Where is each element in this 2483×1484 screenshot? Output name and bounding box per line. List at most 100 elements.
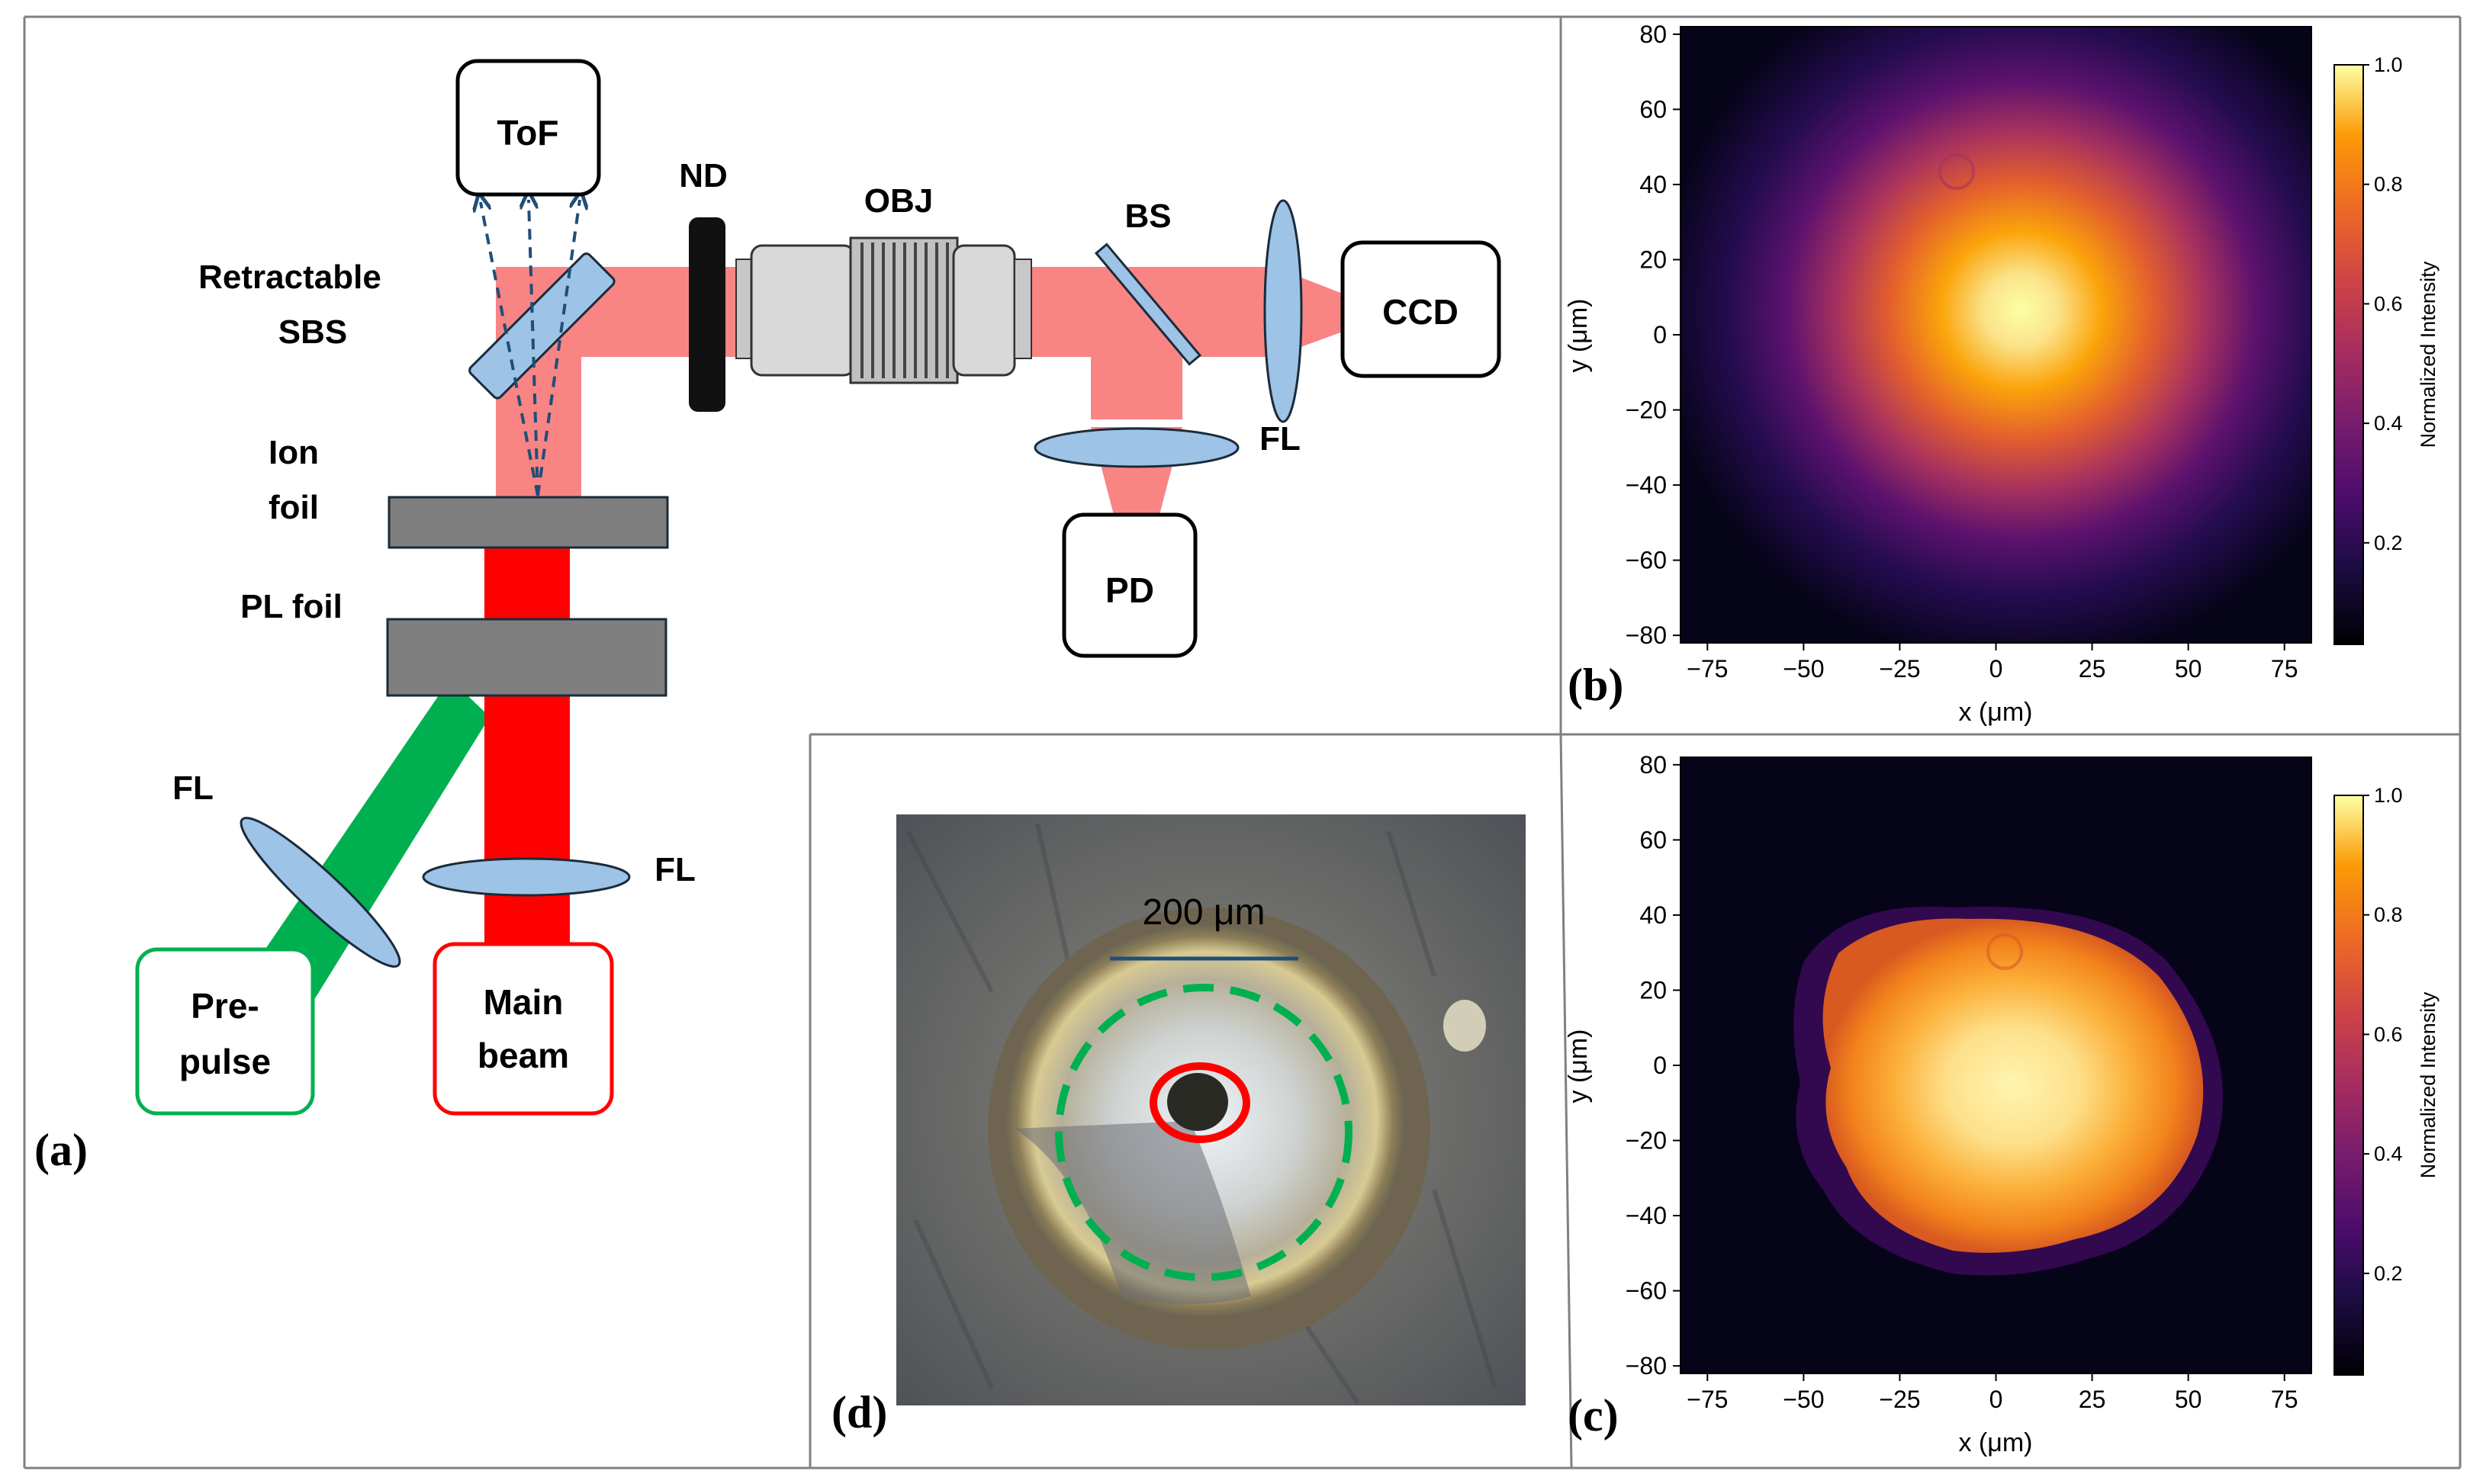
heatmap-c-ylabel: y (μm) [1564, 1029, 1593, 1103]
ccd-box [1340, 240, 1501, 378]
x-tick-label: 25 [2079, 655, 2106, 683]
x-tick-label: 0 [1989, 655, 2003, 683]
pd-box [1062, 512, 1198, 658]
x-tick-label: −50 [1783, 655, 1824, 683]
obj-label: OBJ [864, 182, 933, 220]
heatmap-c-xlabel: x (μm) [1958, 1428, 2032, 1457]
heatmap-c: −75 −50 −25 0 25 50 75 −80 −60 −40 −20 0 20 40 60 80 0.… [1564, 751, 2440, 1457]
tof-arrows [481, 200, 580, 496]
main-label: Main [484, 982, 564, 1022]
colorbar-tick-label: 0.8 [2374, 173, 2403, 196]
y-tick-label: −80 [1626, 1352, 1667, 1380]
y-tick-label: 80 [1639, 751, 1667, 779]
heatmap-b-ring [1938, 153, 1975, 190]
heatmap-b-ylabel: y (μm) [1564, 298, 1593, 372]
x-tick-label: 50 [2175, 655, 2202, 683]
pulse-label: pulse [179, 1042, 271, 1081]
x-tick-label: 50 [2175, 1386, 2202, 1413]
x-tick-label: 25 [2079, 1386, 2106, 1413]
bright-fleck [1443, 1000, 1486, 1052]
colorbar-frame [2333, 795, 2364, 1376]
tof-label: ToF [497, 113, 559, 153]
red-ellipse [1150, 1062, 1250, 1143]
ccd-label: CCD [1382, 292, 1459, 332]
colorbar-c-label: Normalized Intensity [2417, 991, 2440, 1178]
heatmap-c-ring [1986, 933, 2023, 970]
y-tick-label: 0 [1653, 321, 1667, 349]
fl-label-main: FL [655, 851, 696, 888]
colorbar-tick-label: 0.2 [2374, 532, 2403, 554]
ion-foil [388, 496, 669, 549]
crater-shadow [1015, 1121, 1251, 1304]
pd-label: PD [1105, 570, 1154, 610]
beam-splitter [1094, 243, 1202, 366]
heatmap-c-spot [1822, 918, 2204, 1253]
y-tick-label: −60 [1626, 1277, 1667, 1305]
pl-foil [386, 618, 667, 697]
nd-filter [689, 217, 725, 412]
colorbar-tick-label: 0.8 [2374, 904, 2403, 927]
colorbar-frame [2333, 64, 2364, 645]
scale-label: 200 μm [1142, 892, 1265, 933]
y-tick-label: −80 [1626, 622, 1667, 649]
pre-label: Pre- [191, 986, 259, 1026]
colorbar-tick-label: 0.4 [2374, 412, 2403, 435]
colorbar-c [2334, 795, 2363, 1375]
colorbar-tick-label: 0.4 [2374, 1142, 2403, 1165]
x-tick-label: −75 [1687, 1386, 1728, 1413]
main-beam-box [433, 942, 614, 1116]
x-tick-label: 75 [2271, 655, 2298, 683]
y-tick-label: 0 [1653, 1052, 1667, 1079]
colorbar-b [2334, 65, 2363, 644]
y-tick-label: 40 [1639, 171, 1667, 198]
panel-label-c: (c) [1568, 1390, 1619, 1441]
y-tick-label: 80 [1639, 21, 1667, 48]
pl-foil-label: PL foil [240, 588, 343, 625]
colorbar-b-label: Normalized Intensity [2417, 261, 2440, 448]
prepulse-box [135, 947, 315, 1116]
x-tick-label: −50 [1783, 1386, 1824, 1413]
retractable-sbs-mirror [468, 252, 616, 400]
fl-label-pd: FL [1259, 420, 1301, 458]
dashed-green-circle [1055, 984, 1352, 1281]
heatmap-b-xlabel: x (μm) [1958, 698, 2032, 727]
x-tick-label: −25 [1879, 655, 1920, 683]
heatmap-c-axes: −75 −50 −25 0 25 50 75 −80 −60 −40 −20 0 20 40 60 80 [1626, 751, 2312, 1413]
colorbar-tick-label: 0.2 [2374, 1262, 2403, 1285]
beam-label: beam [478, 1036, 569, 1075]
x-tick-label: −75 [1687, 655, 1728, 683]
y-tick-label: −20 [1626, 397, 1667, 424]
photo-panel: 200 μm (d) [831, 814, 1526, 1437]
panel-label-b: (b) [1568, 660, 1623, 710]
colorbar-tick-label: 1.0 [2374, 784, 2403, 807]
beam-to-fl [1182, 267, 1274, 357]
colorbar-tick-label: 1.0 [2374, 53, 2403, 76]
y-tick-label: −40 [1626, 471, 1667, 499]
fl-lens-main [422, 857, 631, 897]
schematic-panel: ToF ND OBJ BS CCD [34, 59, 1501, 1175]
y-tick-label: 60 [1639, 95, 1667, 123]
sbs-label: SBS [278, 313, 347, 351]
x-tick-label: −25 [1879, 1386, 1920, 1413]
retractable-label: Retractable [198, 259, 381, 296]
prepulse-beam [248, 679, 490, 1014]
y-tick-label: 20 [1639, 976, 1667, 1004]
objective-lens [735, 236, 1032, 384]
foil-label: foil [269, 489, 319, 526]
panel-label-a: (a) [34, 1125, 88, 1175]
panel-frames [23, 15, 2462, 1470]
photo-texture [905, 823, 1497, 1405]
x-tick-label: 75 [2271, 1386, 2298, 1413]
y-tick-label: 40 [1639, 901, 1667, 929]
colorbar-tick-label: 0.6 [2374, 1023, 2403, 1046]
hole-spot [1167, 1073, 1228, 1131]
y-tick-label: 60 [1639, 826, 1667, 853]
y-tick-label: −20 [1626, 1127, 1667, 1155]
x-tick-label: 0 [1989, 1386, 2003, 1413]
fl-label-prepulse: FL [172, 769, 214, 807]
y-tick-label: −40 [1626, 1202, 1667, 1229]
fl-lens-ccd [1263, 199, 1303, 423]
